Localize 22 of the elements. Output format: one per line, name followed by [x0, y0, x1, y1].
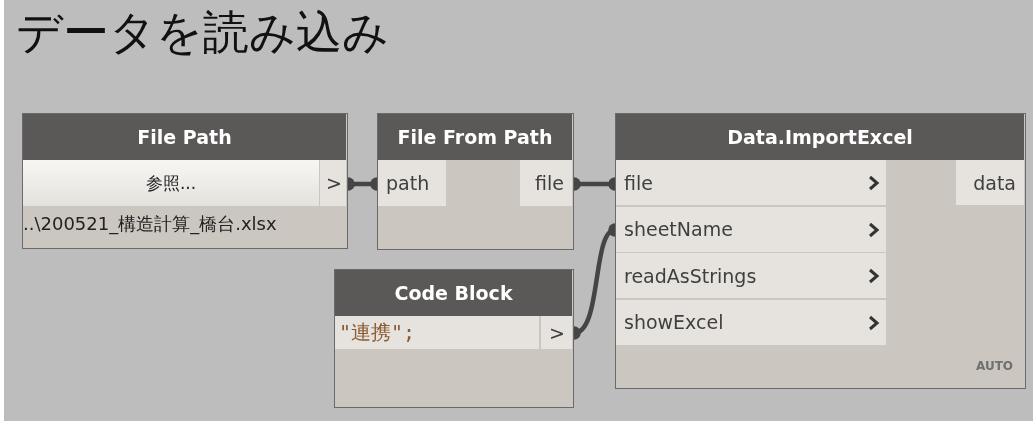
node-card: [615, 113, 1026, 389]
output-port: file: [520, 160, 572, 206]
node-header: File From Path: [378, 114, 572, 160]
node-card: [22, 113, 348, 249]
file-path-text: ..\200521_構造計算_橋台.xlsx: [23, 212, 277, 237]
output-port: >: [541, 316, 572, 349]
input-port: readAsStrings: [616, 253, 886, 298]
input-port: path: [378, 160, 446, 206]
node-card: [334, 269, 574, 408]
node-header: File Path: [23, 114, 346, 160]
output-port: >: [320, 160, 346, 206]
code-text: "連携";: [335, 316, 539, 349]
node-header: Data.ImportExcel: [616, 114, 1024, 160]
input-port: file: [616, 160, 886, 205]
browse-button: 参照...: [23, 160, 319, 206]
node-header: Code Block: [335, 270, 572, 316]
output-port: data: [956, 160, 1024, 205]
input-port: sheetName: [616, 206, 886, 252]
node-card: [377, 113, 574, 250]
status-label: AUTO: [976, 359, 1014, 373]
input-port: showExcel: [616, 299, 886, 345]
title: データを読み込み: [16, 4, 389, 61]
